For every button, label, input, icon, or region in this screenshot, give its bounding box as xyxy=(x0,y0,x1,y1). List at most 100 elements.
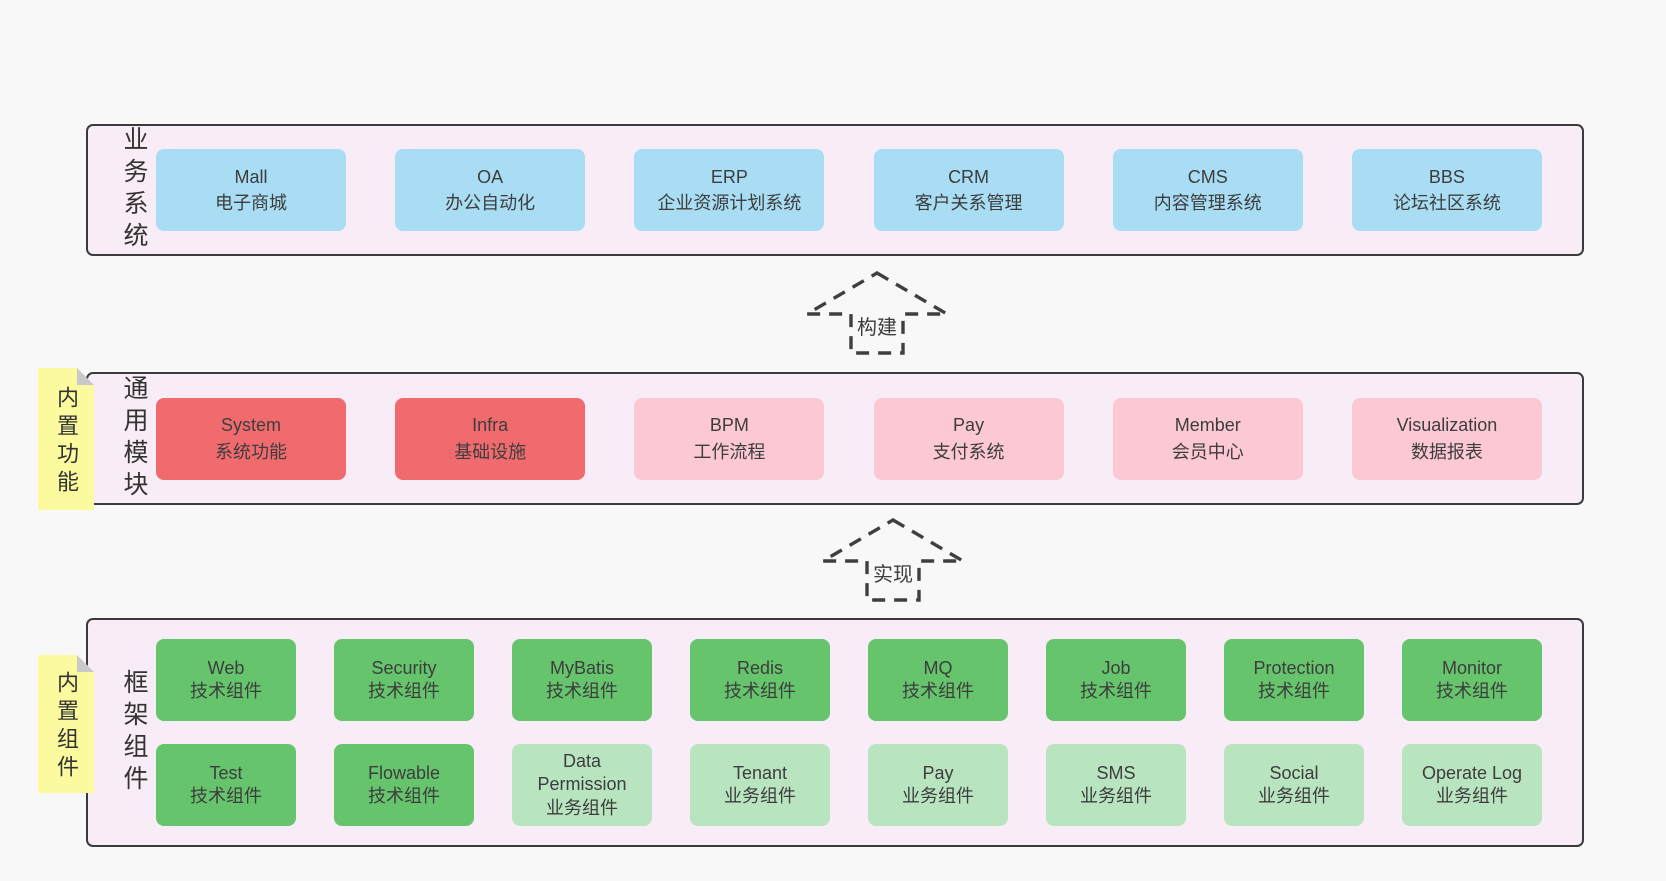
node-title: Protection xyxy=(1253,657,1335,678)
node-infra: Infra 基础设施 xyxy=(395,397,586,480)
node-subtitle: 客户关系管理 xyxy=(914,193,1023,213)
node-title: MQ xyxy=(923,657,953,678)
node-subtitle: 基础设施 xyxy=(454,441,527,462)
node-title: Flowable xyxy=(367,762,441,783)
layer-common-modules-label: 通用模块 xyxy=(120,374,148,503)
node-title: Tenant xyxy=(732,762,788,783)
arrow-implement: 实现 xyxy=(818,517,968,603)
node-subtitle: 业务组件 xyxy=(1258,786,1330,806)
node-title: Mall xyxy=(234,166,268,187)
node-title: Web xyxy=(207,657,245,678)
node-title: ERP xyxy=(710,166,748,187)
layer-business-systems: 业务系统 Mall 电子商城 OA 办公自动化 ERP 企业资源计划系统 CRM 客户关系管理… xyxy=(86,124,1584,256)
node-title: Redis xyxy=(736,657,784,678)
node-subtitle: 会员中心 xyxy=(1171,441,1244,462)
node-security: Security 技术组件 xyxy=(334,639,474,721)
layer-business-systems-label: 业务系统 xyxy=(120,126,148,254)
note-builtin-features: 内置功能 xyxy=(38,368,94,510)
layer-framework-components-label: 框架组件 xyxy=(120,668,148,797)
node-operate-log: Operate Log 业务组件 xyxy=(1402,744,1542,826)
node-title: Data Permission xyxy=(537,750,627,795)
sticky-note-body xyxy=(38,368,94,510)
node-subtitle: 技术组件 xyxy=(368,681,440,701)
node-title: Operate Log xyxy=(1421,762,1523,783)
node-social: Social 业务组件 xyxy=(1224,744,1364,826)
node-subtitle: 技术组件 xyxy=(902,681,974,701)
arrow-build-label: 构建 xyxy=(854,310,900,341)
node-subtitle: 内容管理系统 xyxy=(1153,193,1262,213)
node-cms: CMS 内容管理系统 xyxy=(1112,149,1303,231)
node-title: MyBatis xyxy=(549,657,614,678)
node-subtitle: 业务组件 xyxy=(724,786,796,806)
node-subtitle: 数据报表 xyxy=(1410,441,1483,462)
note-builtin-components-label: 内置组件 xyxy=(54,671,79,783)
node-title: OA xyxy=(477,166,504,187)
node-title: Security xyxy=(371,657,437,678)
node-bbs: BBS 论坛社区系统 xyxy=(1351,149,1542,231)
node-erp: ERP 企业资源计划系统 xyxy=(634,149,825,231)
node-subtitle: 技术组件 xyxy=(190,786,262,806)
node-protection: Protection 技术组件 xyxy=(1224,639,1364,721)
node-system: System 系统功能 xyxy=(156,397,346,480)
node-mall: Mall 电子商城 xyxy=(156,149,346,231)
business-systems-row: Mall 电子商城 OA 办公自动化 ERP 企业资源计划系统 CRM 客户关系管理 CMS 内容… xyxy=(156,149,1542,231)
node-subtitle: 系统功能 xyxy=(215,441,287,462)
node-member: Member 会员中心 xyxy=(1112,397,1303,480)
node-subtitle: 业务组件 xyxy=(546,797,618,818)
node-tenant: Tenant 业务组件 xyxy=(690,744,830,826)
node-web: Web 技术组件 xyxy=(156,639,296,721)
node-title: Member xyxy=(1174,415,1241,436)
arrow-implement-label: 实现 xyxy=(870,557,916,588)
node-title: SMS xyxy=(1096,762,1136,783)
node-title: CRM xyxy=(948,166,990,187)
node-subtitle: 技术组件 xyxy=(368,786,440,806)
arrow-build: 构建 xyxy=(802,270,952,356)
node-bpm: BPM 工作流程 xyxy=(634,397,825,480)
sticky-note-body xyxy=(38,655,94,793)
node-subtitle: 技术组件 xyxy=(1258,681,1330,701)
node-title: CMS xyxy=(1187,166,1228,187)
node-title: Job xyxy=(1101,657,1131,678)
node-mybatis: MyBatis 技术组件 xyxy=(512,639,652,721)
node-title: Infra xyxy=(472,415,509,436)
node-title: BBS xyxy=(1428,166,1465,187)
node-title: BPM xyxy=(709,415,749,436)
node-title: Visualization xyxy=(1396,415,1498,436)
note-builtin-components: 内置组件 xyxy=(38,655,94,793)
node-subtitle: 业务组件 xyxy=(1436,786,1508,806)
block-arrow-up-icon xyxy=(818,518,968,602)
node-subtitle: 技术组件 xyxy=(546,681,618,701)
node-subtitle: 电子商城 xyxy=(215,193,287,213)
layer-framework-components: 框架组件 Web 技术组件 Security 技术组件 MyBatis 技术组件 Redis… xyxy=(86,618,1584,847)
node-mq: MQ 技术组件 xyxy=(868,639,1008,721)
node-subtitle: 支付系统 xyxy=(932,441,1005,462)
node-subtitle: 技术组件 xyxy=(190,681,262,701)
node-title: Monitor xyxy=(1441,657,1503,678)
node-monitor: Monitor 技术组件 xyxy=(1402,639,1542,721)
node-subtitle: 工作流程 xyxy=(693,441,766,462)
node-crm: CRM 客户关系管理 xyxy=(873,149,1064,231)
node-title: Pay xyxy=(922,762,954,783)
node-subtitle: 论坛社区系统 xyxy=(1392,193,1501,213)
node-title: Social xyxy=(1269,762,1319,783)
node-oa: OA 办公自动化 xyxy=(395,149,586,231)
node-subtitle: 业务组件 xyxy=(1080,786,1152,806)
node-sms: SMS 业务组件 xyxy=(1046,744,1186,826)
node-subtitle: 企业资源计划系统 xyxy=(657,193,802,213)
node-pay: Pay 业务组件 xyxy=(868,744,1008,826)
node-title: System xyxy=(220,415,281,436)
node-subtitle: 办公自动化 xyxy=(445,193,536,213)
node-subtitle: 业务组件 xyxy=(902,786,974,806)
note-builtin-features-label: 内置功能 xyxy=(54,386,79,498)
node-subtitle: 技术组件 xyxy=(1436,681,1508,701)
